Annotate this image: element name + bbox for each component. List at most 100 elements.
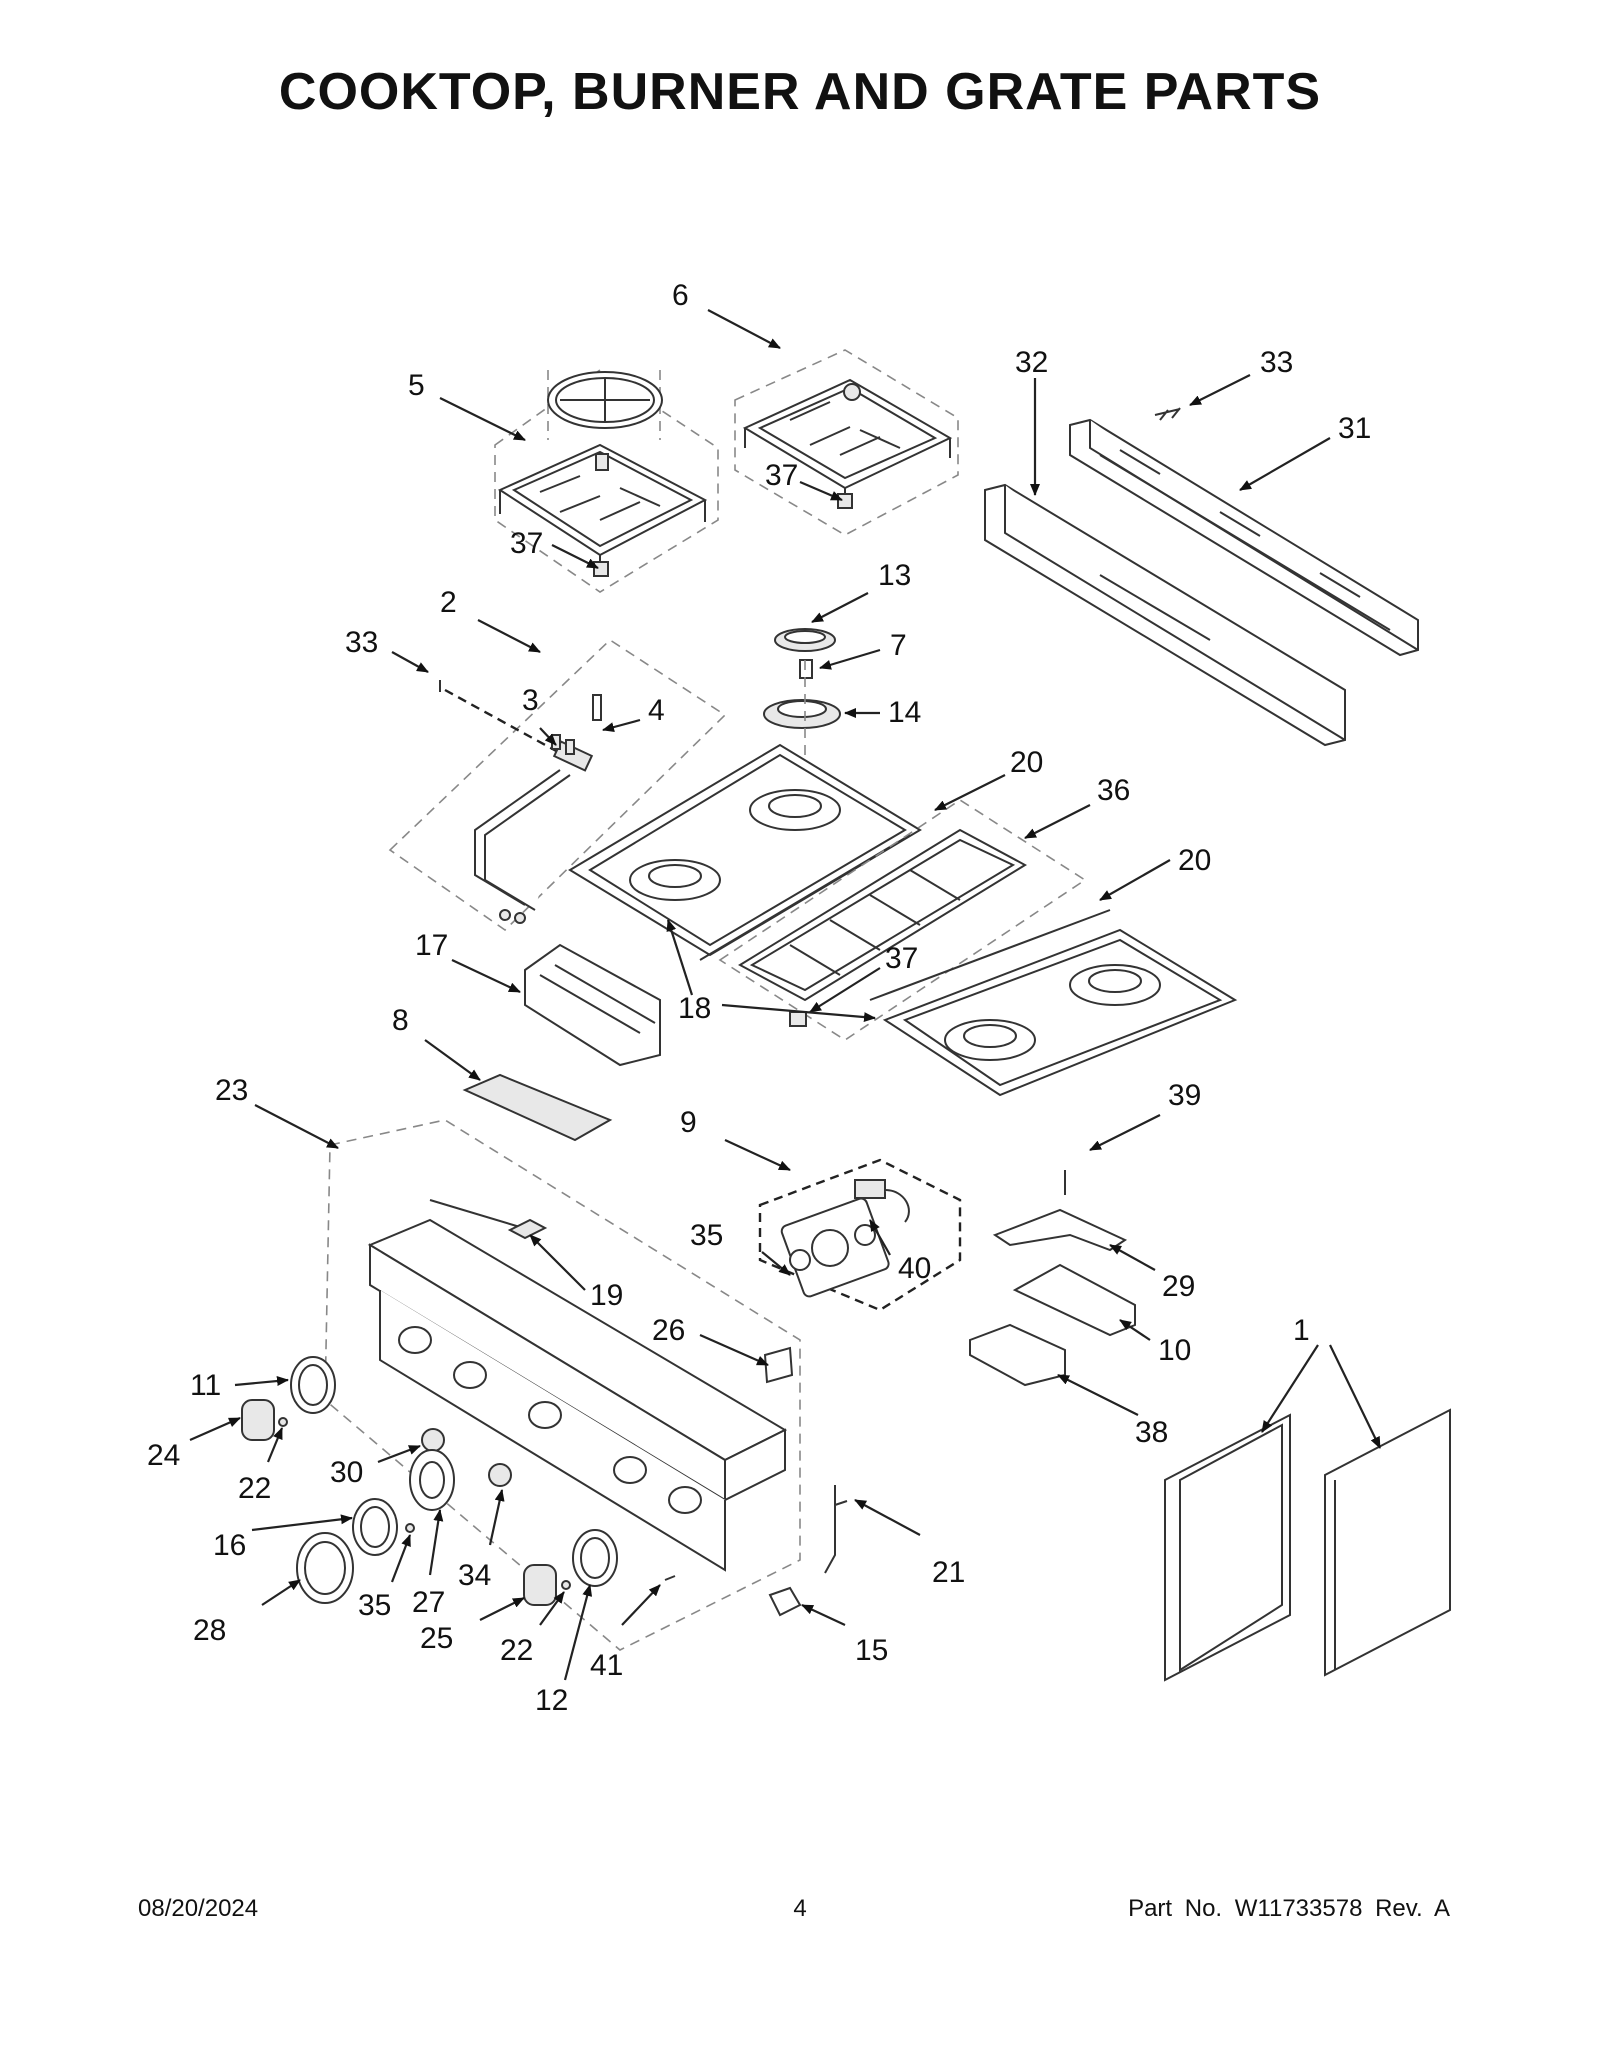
callout-20a: 20 [1010,746,1043,779]
rear-trim-panels [984,407,1419,747]
leader-3 [539,727,557,746]
callout-37c: 37 [885,942,918,975]
leader-26 [699,1333,769,1367]
leader-30 [377,1444,421,1464]
right-burner-pan [869,909,1238,1097]
callout-3: 3 [522,684,539,717]
leader-4 [602,718,641,732]
leader-37b [799,480,843,502]
gas-manifold-assembly [388,638,727,932]
leader-33a [391,651,429,673]
callout-40: 40 [898,1252,931,1285]
leader-2 [477,619,541,653]
leader-35a [390,1534,412,1583]
leader-29 [1109,1244,1156,1271]
leader-15 [801,1604,846,1626]
callout-32: 32 [1015,346,1048,379]
leader-25 [479,1597,525,1621]
grate-assembly [734,349,959,536]
leader-27 [428,1509,444,1576]
callout-4: 4 [648,694,665,727]
leader-13 [811,592,869,623]
leader-16 [251,1514,353,1532]
page-title: COOKTOP, BURNER AND GRATE PARTS [278,63,1322,121]
leader-10 [1119,1319,1151,1341]
leader-36 [1024,804,1091,839]
footer-date: 08/20/2024 [138,1895,259,1922]
leader-12 [563,1584,593,1681]
burner-cap-and-head [763,628,841,760]
callout-16: 16 [213,1529,246,1562]
callout-12: 12 [535,1684,568,1717]
callout-7: 7 [890,629,907,662]
left-burner-pan [568,743,922,961]
callout-35a: 35 [358,1589,391,1622]
callout-39: 39 [1168,1079,1201,1112]
leader-17 [451,959,521,993]
leader-34 [488,1489,505,1546]
callout-23: 23 [215,1074,248,1107]
leader-19 [529,1234,586,1291]
leader-24 [189,1416,241,1442]
callout-18: 18 [678,992,711,1025]
callout-35b: 35 [690,1219,723,1252]
callout-31: 31 [1338,412,1371,445]
knobs-and-bezels [241,1356,618,1606]
callout-17: 17 [415,929,448,962]
leader-8 [424,1039,481,1081]
callout-5: 5 [408,369,425,402]
leader-lines [189,309,1381,1681]
leader-33b [1189,374,1251,406]
control-board [462,943,661,1142]
leader-28 [261,1579,301,1606]
callout-6: 6 [672,279,689,312]
leader-11 [234,1376,289,1387]
callout-1: 1 [1293,1314,1310,1347]
leader-21 [854,1499,921,1536]
leader-20a [934,774,1006,811]
callout-41: 41 [590,1649,623,1682]
callout-21: 21 [932,1556,965,1589]
callout-34: 34 [458,1559,491,1592]
leader-37c [809,967,881,1013]
callout-11: 11 [190,1369,221,1402]
leader-7 [819,648,881,670]
callout-28: 28 [193,1614,226,1647]
callout-2: 2 [440,586,457,619]
leader-38 [1057,1374,1139,1416]
leader-18a [666,919,694,996]
leader-6 [707,309,781,349]
callout-14: 14 [888,696,921,729]
leader-9 [724,1139,791,1171]
callout-26: 26 [652,1314,685,1347]
callout-22a: 22 [238,1472,271,1505]
leader-35b [761,1251,791,1276]
leader-37a [551,544,599,569]
bracket-assembly [969,1170,1136,1387]
callout-37a: 37 [510,527,543,560]
callout-20b: 20 [1178,844,1211,877]
callout-22b: 22 [500,1634,533,1667]
callout-30: 30 [330,1456,363,1489]
leader-31 [1239,437,1331,491]
leader-40 [869,1219,891,1256]
leader-22b [539,1591,565,1626]
side-panels [1164,1408,1451,1682]
leader-5 [439,397,526,441]
spark-module-assembly [758,1158,962,1312]
callout-25: 25 [420,1622,453,1655]
leader-39 [1089,1114,1161,1151]
callout-24: 24 [147,1439,180,1472]
callout-37b: 37 [765,459,798,492]
callout-36: 36 [1097,774,1130,807]
callout-33a: 33 [345,626,378,659]
callout-10: 10 [1158,1334,1191,1367]
leader-22a [266,1427,284,1463]
footer-page-number: 4 [793,1895,807,1922]
callout-9: 9 [680,1106,697,1139]
callout-27: 27 [412,1586,445,1619]
center-grate [718,799,1087,1041]
footer-part-number: Part No. W11733578 Rev. A [1128,1895,1450,1922]
leader-23 [254,1104,339,1149]
